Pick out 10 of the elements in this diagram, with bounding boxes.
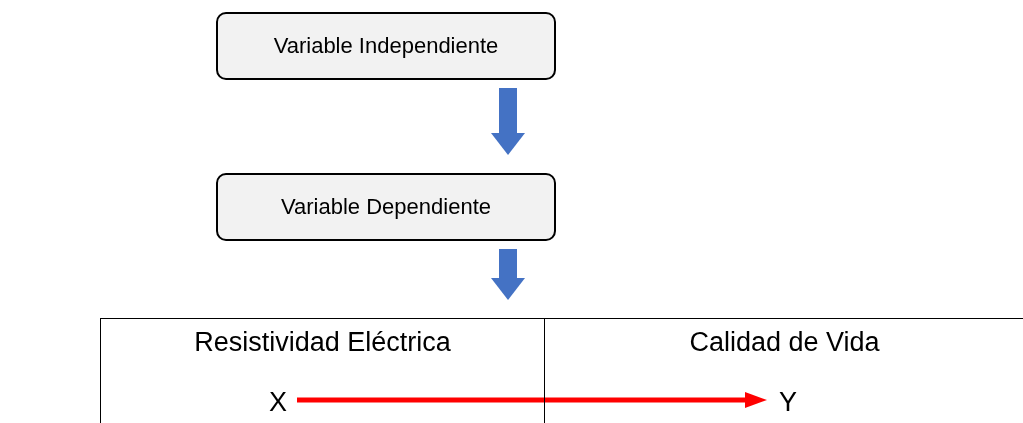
variable-label: X <box>258 379 298 419</box>
table <box>100 318 1023 423</box>
process-box: Variable Independiente <box>216 12 556 80</box>
arrow <box>491 88 525 155</box>
cell-text: Calidad de Vida <box>688 327 881 358</box>
process-box: Variable Dependiente <box>216 173 556 241</box>
variable-label: Y <box>768 379 808 419</box>
arrow <box>297 392 767 408</box>
arrow <box>491 249 525 300</box>
cell-text: Resistividad Eléctrica <box>193 327 452 358</box>
